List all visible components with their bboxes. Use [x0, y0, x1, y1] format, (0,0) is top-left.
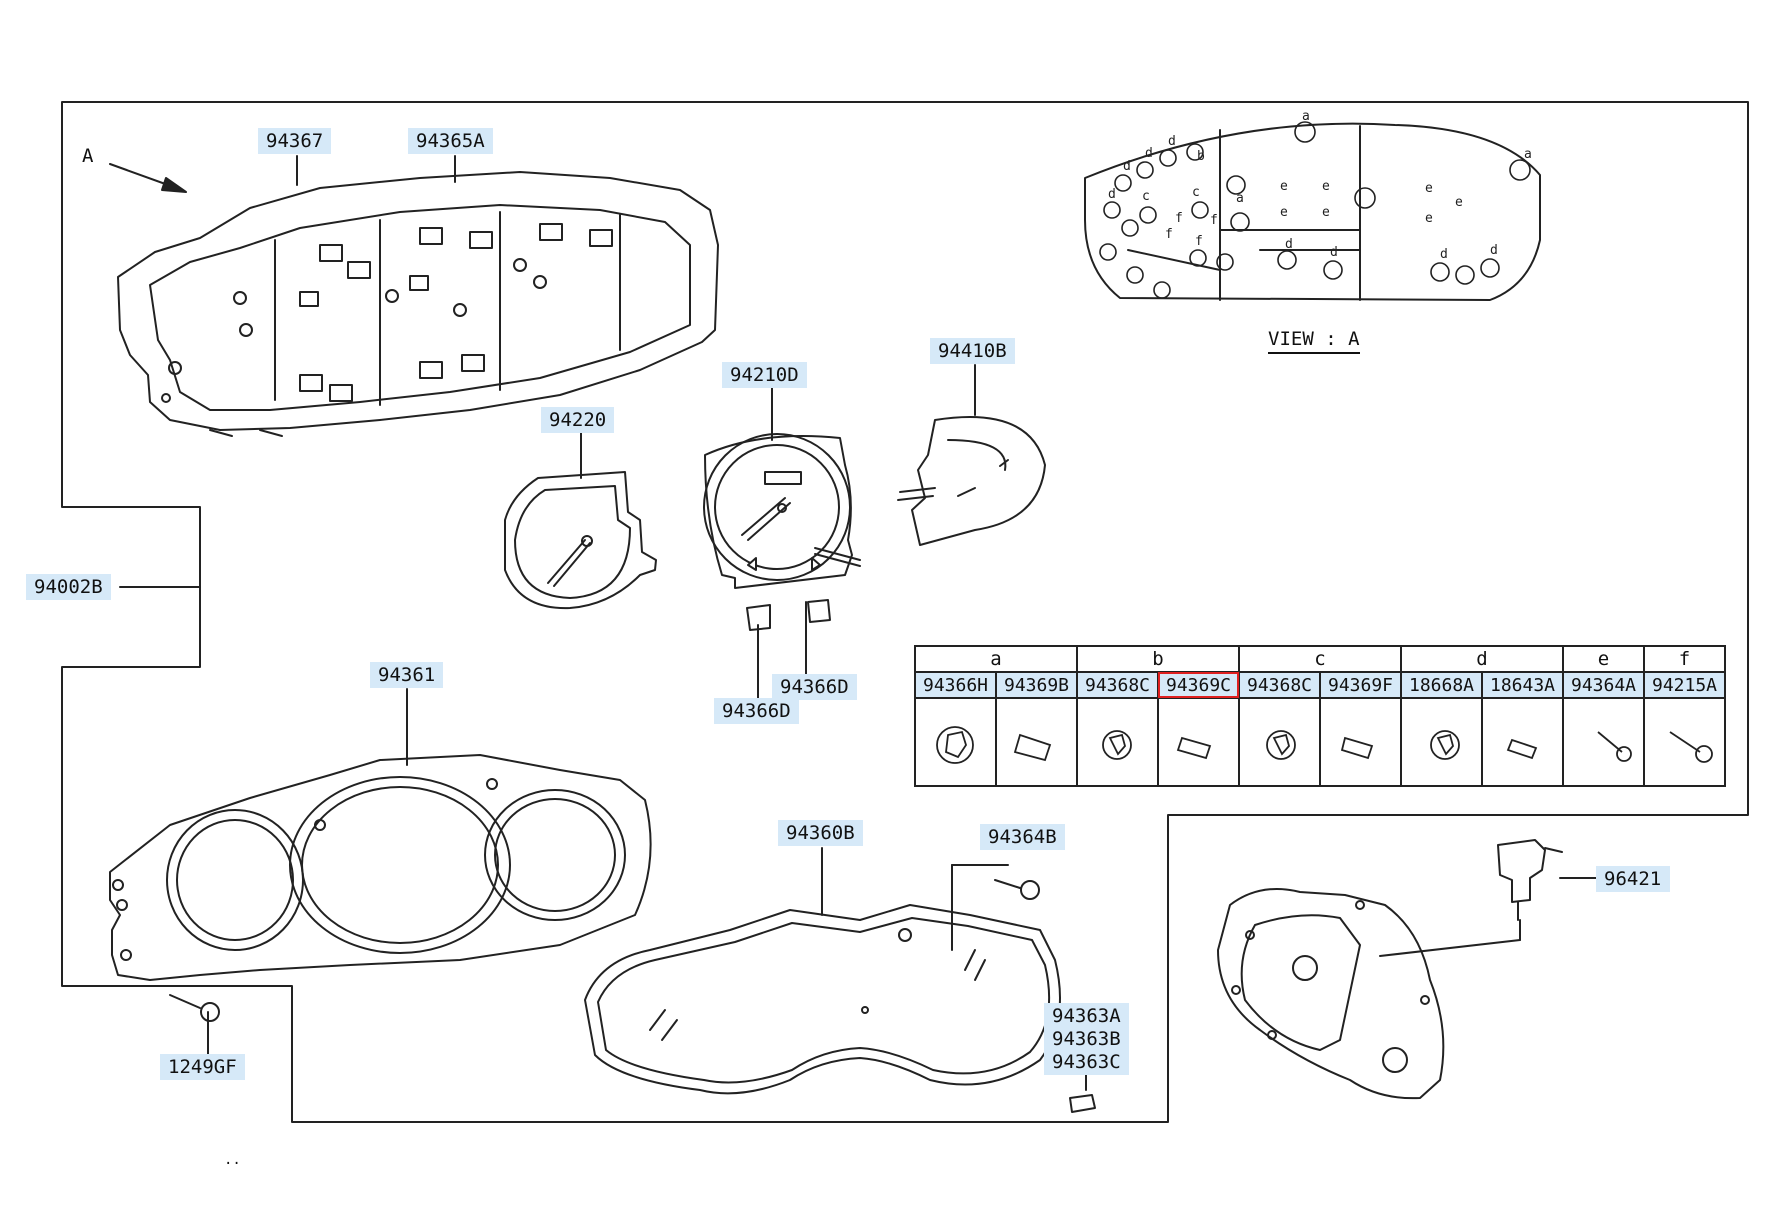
- icon-cell[interactable]: [914, 697, 997, 787]
- callout-94002B[interactable]: 94002B: [26, 574, 111, 600]
- group-e-header: e: [1562, 645, 1645, 673]
- view-a-bulb-letter: e: [1280, 205, 1288, 220]
- view-a-bulb-letter: d: [1123, 159, 1131, 174]
- fuel-temp-gauge-drawing: [504, 471, 657, 610]
- view-a-bulb-letter: f: [1195, 234, 1203, 249]
- view-a-bulb-letter: d: [1145, 146, 1153, 161]
- transmission-case-drawing: [1217, 888, 1445, 1100]
- callout-94367[interactable]: 94367: [258, 128, 332, 154]
- icon-cell[interactable]: [1157, 697, 1240, 787]
- bezel-drawing: [109, 754, 652, 981]
- tachometer-drawing: [897, 416, 1046, 546]
- callout-94410B[interactable]: 94410B: [930, 338, 1015, 364]
- view-a-label: VIEW : A: [1268, 328, 1360, 354]
- table-icon-row: [914, 697, 1726, 787]
- view-a-bulb-letter: e: [1322, 205, 1330, 220]
- part-94368C-b[interactable]: 94368C: [1076, 671, 1159, 699]
- part-94369B[interactable]: 94369B: [995, 671, 1078, 699]
- callout-96421[interactable]: 96421: [1596, 866, 1670, 892]
- view-a-bulb-letter: e: [1425, 211, 1433, 226]
- callout-94360B[interactable]: 94360B: [778, 820, 863, 846]
- table-part-row: 94366H 94369B 94368C 94369C 94368C 94369…: [914, 671, 1726, 699]
- view-a-bulb-letter: a: [1236, 191, 1244, 206]
- view-a-bulb-letter: d: [1168, 134, 1176, 149]
- view-a-bulb-letter: b: [1197, 149, 1205, 164]
- callout-94366D-left[interactable]: 94366D: [714, 698, 799, 724]
- screw-1249GF-drawing: [169, 994, 220, 1022]
- leader-lines: [119, 155, 1597, 1091]
- gauge-seals-drawing: [746, 599, 831, 631]
- part-94366H[interactable]: 94366H: [914, 671, 997, 699]
- icon-cell[interactable]: [1643, 697, 1726, 787]
- part-94215A[interactable]: 94215A: [1643, 671, 1726, 699]
- group-a-header: a: [914, 645, 1078, 673]
- icon-cell[interactable]: [1238, 697, 1321, 787]
- part-94369C-selected[interactable]: 94369C: [1157, 671, 1240, 699]
- group-c-header: c: [1238, 645, 1402, 673]
- icon-cell[interactable]: [995, 697, 1078, 787]
- callout-94366D-right[interactable]: 94366D: [772, 674, 857, 700]
- part-18668A[interactable]: 18668A: [1400, 671, 1483, 699]
- assembly-frame: [61, 101, 1749, 1123]
- icon-cell[interactable]: [1400, 697, 1483, 787]
- view-a-bulb-letter: a: [1302, 109, 1310, 124]
- part-94364A[interactable]: 94364A: [1562, 671, 1645, 699]
- bulb-socket-table: a b c d e f 94366H 94369B 94368C 94369C …: [914, 645, 1726, 787]
- window-lens-drawing: [584, 904, 1061, 1095]
- callout-94363A[interactable]: 94363A: [1044, 1003, 1129, 1029]
- view-a-bulb-letter: e: [1425, 181, 1433, 196]
- callout-94365A[interactable]: 94365A: [408, 128, 493, 154]
- part-94369F[interactable]: 94369F: [1319, 671, 1402, 699]
- callout-94363C[interactable]: 94363C: [1044, 1049, 1129, 1075]
- screw-94364B-drawing: [994, 879, 1040, 900]
- view-a-bulb-letter: f: [1210, 213, 1218, 228]
- group-d-header: d: [1400, 645, 1564, 673]
- view-a-bulb-letter: f: [1165, 227, 1173, 242]
- icon-cell[interactable]: [1319, 697, 1402, 787]
- part-18643A[interactable]: 18643A: [1481, 671, 1564, 699]
- view-a-bulb-letter: d: [1490, 243, 1498, 258]
- callout-94361[interactable]: 94361: [370, 662, 444, 688]
- icon-cell[interactable]: [1076, 697, 1159, 787]
- view-a-bulb-letter: e: [1455, 195, 1463, 210]
- speed-sensor-96421-drawing: [1497, 839, 1563, 921]
- callout-94364B[interactable]: 94364B: [980, 824, 1065, 850]
- group-b-header: b: [1076, 645, 1240, 673]
- callout-94363B[interactable]: 94363B: [1044, 1026, 1129, 1052]
- view-a-circuit-drawing: a a a b d d d d c c e e e e e e e f f f …: [1084, 109, 1541, 301]
- view-a-bulb-letter: d: [1330, 245, 1338, 260]
- callout-94220[interactable]: 94220: [541, 407, 615, 433]
- table-group-row: a b c d e f: [914, 645, 1726, 673]
- view-a-bulb-letter: d: [1440, 247, 1448, 262]
- view-arrow-letter: A: [82, 145, 94, 167]
- view-arrow: [109, 163, 187, 193]
- view-a-bulb-letter: c: [1142, 189, 1150, 204]
- view-a-bulb-letter: d: [1108, 187, 1116, 202]
- view-a-bulb-letter: e: [1322, 179, 1330, 194]
- speedometer-drawing: [703, 433, 861, 589]
- callout-94210D[interactable]: 94210D: [722, 362, 807, 388]
- view-a-bulb-letter: d: [1285, 237, 1293, 252]
- icon-cell[interactable]: [1562, 697, 1645, 787]
- view-a-bulb-letter: e: [1280, 179, 1288, 194]
- view-a-bulb-letter: c: [1192, 185, 1200, 200]
- group-f-header: f: [1643, 645, 1726, 673]
- icon-cell[interactable]: [1481, 697, 1564, 787]
- stray-mark: ..: [224, 1152, 241, 1168]
- view-a-bulb-letter: a: [1524, 147, 1532, 162]
- callout-1249GF[interactable]: 1249GF: [160, 1054, 245, 1080]
- view-a-bulb-letter: f: [1175, 211, 1183, 226]
- clip-94363-drawing: [1069, 1094, 1096, 1113]
- instrument-housing-drawing: [117, 171, 719, 437]
- part-94368C-c[interactable]: 94368C: [1238, 671, 1321, 699]
